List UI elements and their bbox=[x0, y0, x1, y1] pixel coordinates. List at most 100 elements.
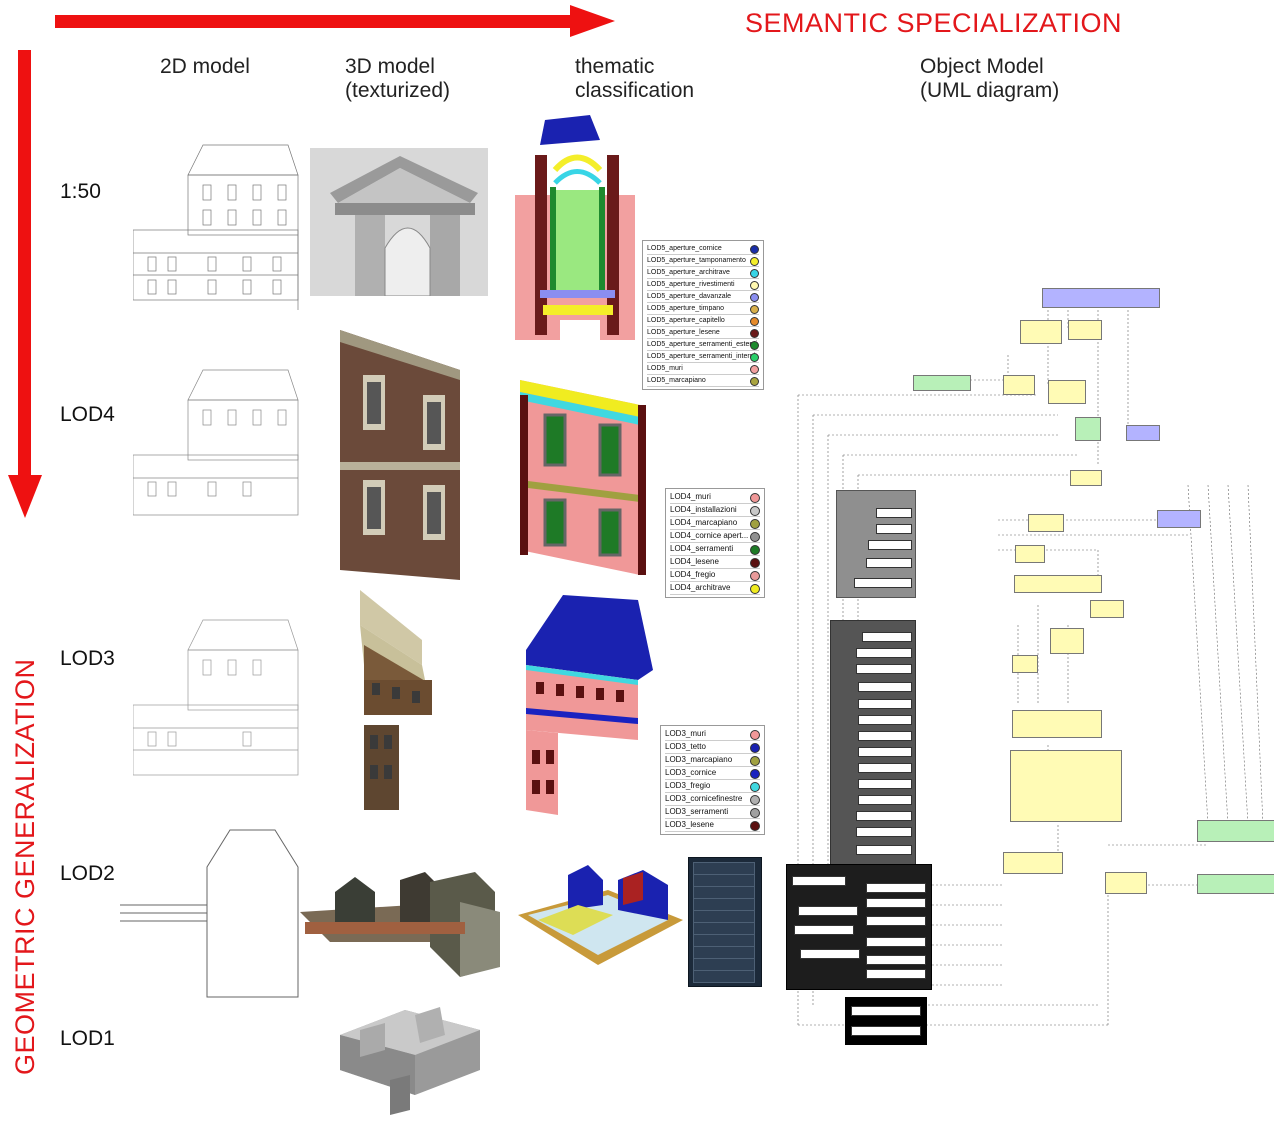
uml-class-root bbox=[1126, 425, 1160, 441]
legend-item-lod4: LOD4_lesene bbox=[670, 556, 760, 569]
geometric-arrow bbox=[8, 50, 42, 518]
row-label-lod2: LOD2 bbox=[60, 862, 115, 885]
legend-lod3: LOD3_muri LOD3_tetto LOD3_marcapiano LOD… bbox=[660, 725, 765, 835]
legend-item-lod5: LOD5_aperture_cornice bbox=[647, 243, 759, 255]
uml-class-feature bbox=[1050, 628, 1084, 654]
uml-instance-tag bbox=[792, 876, 846, 886]
complex-3d-model-lod2 bbox=[300, 872, 500, 977]
pediment-3d-model bbox=[310, 148, 488, 296]
uml-instance-tag bbox=[858, 682, 912, 692]
uml-class-feature bbox=[1048, 380, 1086, 404]
uml-instance-tag bbox=[876, 524, 912, 534]
legend-item-lod4: LOD4_muri bbox=[670, 491, 760, 504]
uml-class-geometry bbox=[1197, 874, 1274, 894]
uml-class-geometry bbox=[913, 375, 971, 391]
uml-instance-tag bbox=[866, 898, 926, 908]
legend-item-lod5: LOD5_aperture_serramenti_esterni bbox=[647, 339, 759, 351]
column-header-2d: 2D model bbox=[160, 55, 250, 78]
semantic-axis-title: SEMANTIC SPECIALIZATION bbox=[745, 8, 1123, 38]
uml-instance-tag bbox=[856, 648, 912, 658]
uml-class-building bbox=[1105, 872, 1147, 894]
layer-panel-lod2 bbox=[688, 857, 762, 987]
uml-class-feature bbox=[1070, 470, 1102, 486]
uml-instance-tag bbox=[800, 949, 860, 959]
uml-class-feature bbox=[1020, 320, 1062, 344]
legend-item-lod4: LOD4_architrave bbox=[670, 582, 760, 595]
legend-item-lod3: LOD3_cornice bbox=[665, 767, 760, 780]
legend-lod4: LOD4_muri LOD4_installazioni LOD4_marcap… bbox=[665, 488, 765, 598]
uml-instance-tag bbox=[866, 969, 926, 979]
uml-instance-tag bbox=[858, 715, 912, 725]
legend-item-lod3: LOD3_muri bbox=[665, 728, 760, 741]
uml-instance-tag bbox=[866, 916, 926, 926]
legend-item-lod3: LOD3_marcapiano bbox=[665, 754, 760, 767]
uml-instance-tag bbox=[794, 925, 854, 935]
uml-class-feature bbox=[1014, 575, 1102, 593]
legend-item-lod5: LOD5_aperture_capitello bbox=[647, 315, 759, 327]
uml-instance-tag bbox=[851, 1026, 921, 1036]
uml-instance-tag bbox=[858, 731, 912, 741]
uml-instance-tag bbox=[862, 632, 912, 642]
uml-class-abstract-building bbox=[1010, 750, 1122, 822]
block-outline-lod2 bbox=[120, 829, 299, 998]
legend-item-lod5: LOD5_aperture_rivestimenti bbox=[647, 279, 759, 291]
uml-class-feature bbox=[1003, 375, 1035, 395]
facade-3d-model-lod4 bbox=[340, 330, 460, 580]
uml-instance-tag bbox=[866, 937, 926, 947]
uml-instance-tag bbox=[858, 699, 912, 709]
thematic-model-lod4 bbox=[520, 380, 646, 575]
legend-item-lod5: LOD5_aperture_tamponamento bbox=[647, 255, 759, 267]
column-header-object-line1: Object Model bbox=[920, 55, 1044, 78]
block-3d-model-lod1 bbox=[340, 1007, 480, 1115]
column-header-thematic-line2: classification bbox=[575, 79, 695, 102]
facade-drawing-1-50 bbox=[133, 144, 299, 310]
uml-class-feature bbox=[1090, 600, 1124, 618]
uml-instances-panel-building bbox=[845, 997, 927, 1045]
column-header-3d-line2: (texturized) bbox=[345, 79, 451, 102]
uml-instance-tag bbox=[856, 664, 912, 674]
uml-instance-tag bbox=[876, 508, 912, 518]
legend-item-lod4: LOD4_fregio bbox=[670, 569, 760, 582]
column-header-thematic-line1: thematic bbox=[575, 55, 655, 78]
legend-item-lod5: LOD5_aperture_timpano bbox=[647, 303, 759, 315]
uml-class-feature bbox=[1068, 320, 1102, 340]
thematic-model-lod3 bbox=[526, 595, 653, 815]
legend-item-lod4: LOD4_installazioni bbox=[670, 504, 760, 517]
uml-instance-tag bbox=[858, 779, 912, 789]
uml-class-feature bbox=[1012, 710, 1102, 738]
row-label-lod1: LOD1 bbox=[60, 1027, 115, 1050]
legend-item-lod5: LOD5_aperture_architrave bbox=[647, 267, 759, 279]
thematic-model-lod2 bbox=[518, 865, 683, 965]
uml-instance-tag bbox=[856, 827, 912, 837]
building-3d-model-lod3 bbox=[360, 590, 432, 810]
facade-drawing-lod3 bbox=[133, 619, 299, 776]
uml-instance-tag bbox=[854, 578, 912, 588]
uml-class-building-part bbox=[1003, 852, 1063, 874]
uml-instance-tag bbox=[866, 558, 912, 568]
row-label-1-50: 1:50 bbox=[60, 180, 101, 203]
uml-class-root bbox=[1042, 288, 1160, 308]
legend-lod5: LOD5_aperture_cornice LOD5_aperture_tamp… bbox=[642, 240, 764, 390]
legend-item-lod5: LOD5_muri bbox=[647, 363, 759, 375]
uml-instance-tag bbox=[851, 1006, 921, 1016]
legend-item-lod5: LOD5_aperture_serramenti_interni bbox=[647, 351, 759, 363]
column-header-3d: 3D model (texturized) bbox=[345, 55, 450, 103]
uml-instance-tag bbox=[856, 845, 912, 855]
column-header-object-model: Object Model (UML diagram) bbox=[920, 55, 1059, 103]
uml-class-feature bbox=[1028, 514, 1064, 532]
row-label-lod3: LOD3 bbox=[60, 647, 115, 670]
legend-item-lod3: LOD3_lesene bbox=[665, 819, 760, 832]
uml-class-geometry bbox=[1075, 417, 1101, 441]
legend-item-lod5: LOD5_marcapiano bbox=[647, 375, 759, 387]
geometric-axis-title: GEOMETRIC GENERALIZATION bbox=[10, 658, 40, 1075]
thematic-model-1-50 bbox=[515, 115, 635, 345]
legend-item-lod4: LOD4_cornice apert... bbox=[670, 530, 760, 543]
facade-drawing-lod4 bbox=[133, 369, 299, 516]
uml-instance-tag bbox=[866, 883, 926, 893]
legend-item-lod4: LOD4_marcapiano bbox=[670, 517, 760, 530]
uml-instance-tag bbox=[866, 955, 926, 965]
legend-item-lod3: LOD3_serramenti bbox=[665, 806, 760, 819]
semantic-arrow bbox=[55, 5, 615, 37]
uml-instance-tag bbox=[856, 811, 912, 821]
uml-class-root bbox=[1157, 510, 1201, 528]
